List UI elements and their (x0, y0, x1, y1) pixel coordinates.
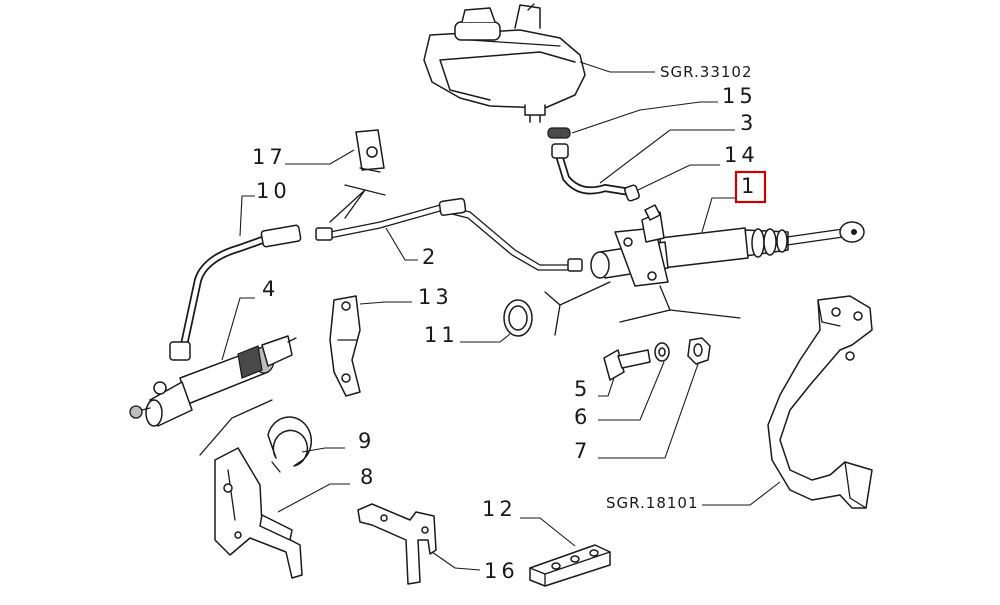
clip-15-drawing (547, 127, 571, 139)
callout-6: 6 (574, 405, 591, 429)
callout-7: 7 (574, 439, 591, 463)
pad-drawing (529, 544, 611, 587)
washer-drawing (654, 342, 670, 362)
hose-3-drawing (551, 143, 634, 196)
callout-4: 4 (262, 277, 279, 301)
callout-17: 17 (252, 145, 287, 169)
callout-1-highlight (734, 170, 767, 204)
slave-cylinder-drawing (129, 335, 297, 427)
clip-17-drawing (355, 129, 385, 173)
pipe-2-drawing (315, 197, 583, 272)
seal-ring-drawing (503, 299, 533, 337)
callout-5: 5 (574, 377, 591, 401)
bolt-drawing (603, 349, 651, 381)
fork-lever-drawing (329, 295, 361, 397)
callout-1: 1 (741, 174, 758, 198)
callout-9: 9 (358, 429, 375, 453)
pedal-drawing (767, 295, 873, 509)
master-cylinder-drawing (590, 204, 865, 287)
hose-10-drawing (169, 224, 302, 361)
callout-2: 2 (422, 245, 439, 269)
callout-8: 8 (360, 465, 377, 489)
bracket-16-drawing (357, 503, 437, 585)
callout-13: 13 (418, 285, 453, 309)
bracket-8-drawing (214, 447, 303, 579)
callout-11: 11 (424, 323, 459, 347)
snap-ring-drawing (267, 416, 312, 473)
ref-sgr-18101: SGR.18101 (606, 494, 699, 512)
callout-10: 10 (256, 179, 291, 203)
callout-15: 15 (722, 84, 757, 108)
callout-16: 16 (484, 559, 519, 583)
callout-14: 14 (724, 143, 759, 167)
callout-12: 12 (482, 497, 517, 521)
callout-3: 3 (740, 111, 757, 135)
ref-sgr-33102: SGR.33102 (660, 63, 753, 81)
clip-14-drawing (624, 184, 640, 202)
nut-drawing (687, 337, 711, 365)
reservoir-drawing (423, 3, 586, 123)
